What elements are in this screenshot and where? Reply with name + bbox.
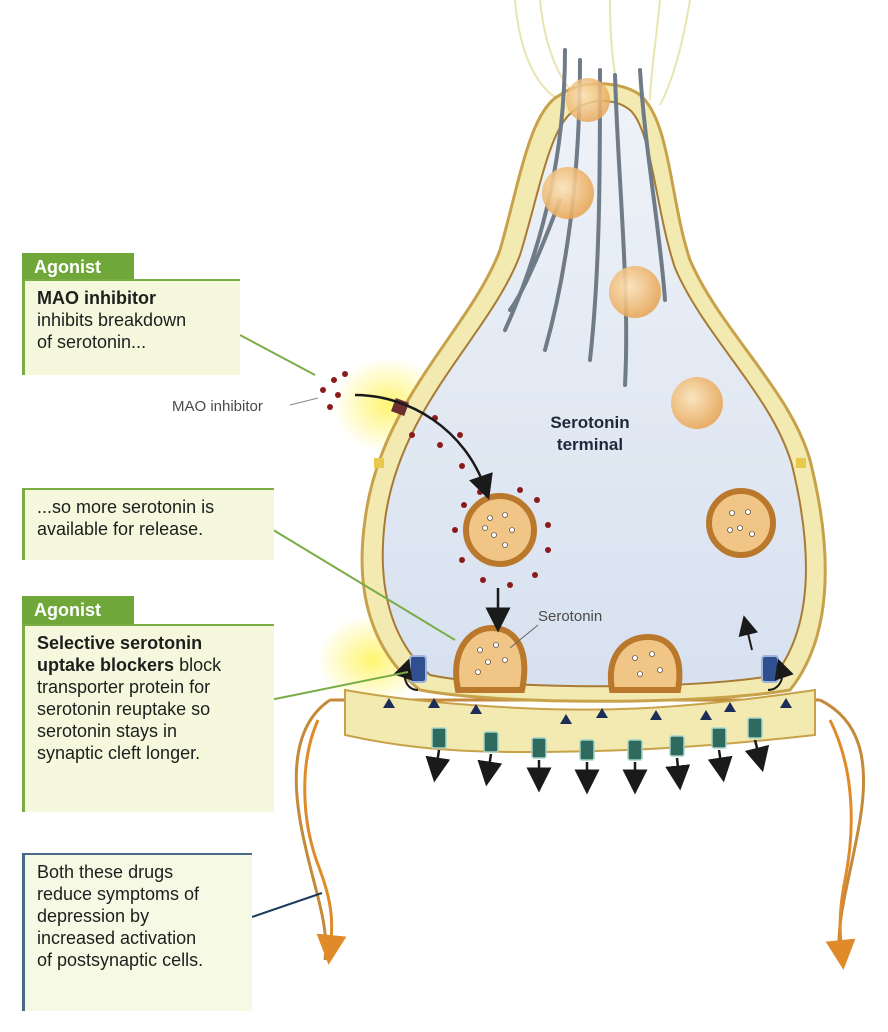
- summary-text-3: depression by: [37, 905, 244, 927]
- leader-line-mao-label: [290, 398, 318, 405]
- receptor: [484, 732, 498, 752]
- serotonin-vesicle-fusing: [456, 628, 524, 690]
- vesicle: [566, 78, 610, 122]
- leader-line-both: [252, 893, 322, 917]
- summary-text-1: Both these drugs: [37, 861, 244, 883]
- receptor: [670, 736, 684, 756]
- ssri-box: Selective serotonin uptake blockers bloc…: [22, 624, 274, 812]
- summary-box: Both these drugs reduce symptoms of depr…: [22, 853, 252, 1011]
- release-text-1: ...so more serotonin is: [37, 496, 266, 518]
- summary-text-4: increased activation: [37, 927, 244, 949]
- receptor: [532, 738, 546, 758]
- transporter-protein: [762, 656, 778, 682]
- transporter-protein: [410, 656, 426, 682]
- leader-line-mao: [240, 335, 315, 375]
- vesicle: [542, 167, 594, 219]
- mao-inhibitor-text-1: inhibits breakdown: [37, 309, 232, 331]
- agonist-tag: Agonist: [22, 253, 134, 281]
- receptor: [748, 718, 762, 738]
- serotonin-terminal-label: Serotonin terminal: [530, 412, 650, 456]
- postsynaptic-signal-arrow-left: [305, 720, 332, 950]
- mao-inhibitor-title: MAO inhibitor: [37, 287, 232, 309]
- membrane-pore: [796, 458, 806, 468]
- ssri-title-2: uptake blockers: [37, 655, 174, 675]
- vesicle: [609, 266, 661, 318]
- membrane-pore: [374, 458, 384, 468]
- ssri-text-5: serotonin stays in: [37, 720, 266, 742]
- ssri-text-3: transporter protein for: [37, 676, 266, 698]
- receptor: [712, 728, 726, 748]
- summary-text-5: of postsynaptic cells.: [37, 949, 244, 971]
- mao-inhibitor-label: MAO inhibitor: [172, 398, 263, 415]
- serotonin-vesicle-fusing: [611, 637, 680, 690]
- ssri-text-4: serotonin reuptake so: [37, 698, 266, 720]
- postsynaptic-signal-arrow-right: [830, 720, 851, 955]
- mao-inhibitor-text-2: of serotonin...: [37, 331, 232, 353]
- serotonin-label: Serotonin: [538, 608, 602, 625]
- ssri-text-inline: block: [174, 655, 221, 675]
- receptor: [432, 728, 446, 748]
- release-text-2: available for release.: [37, 518, 266, 540]
- ssri-title-line-2: uptake blockers block: [37, 654, 266, 676]
- serotonin-vesicle: [709, 491, 773, 555]
- summary-text-2: reduce symptoms of: [37, 883, 244, 905]
- vesicle: [671, 377, 723, 429]
- terminal-label-line-2: terminal: [530, 434, 650, 456]
- mao-inhibitor-box: MAO inhibitor inhibits breakdown of sero…: [22, 279, 240, 375]
- receptor: [628, 740, 642, 760]
- presynaptic-cytoplasm: [383, 101, 806, 686]
- release-box: ...so more serotonin is available for re…: [22, 488, 274, 560]
- ssri-text-6: synaptic cleft longer.: [37, 742, 266, 764]
- serotonin-vesicle: [466, 496, 534, 564]
- ssri-title-1: Selective serotonin: [37, 632, 266, 654]
- agonist-tag: Agonist: [22, 596, 134, 624]
- terminal-label-line-1: Serotonin: [530, 412, 650, 434]
- receptor: [580, 740, 594, 760]
